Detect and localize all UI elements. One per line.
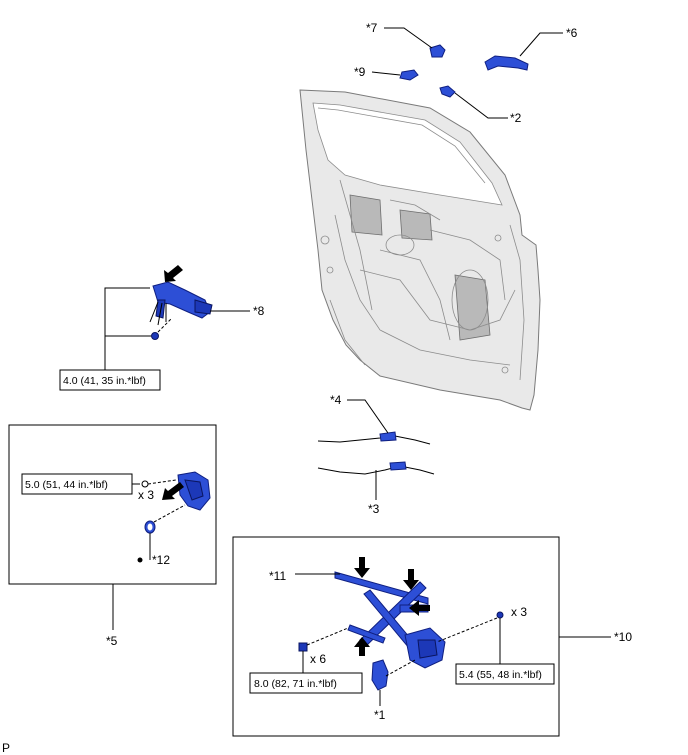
install-arrow bbox=[403, 569, 419, 590]
callout-7: *7 bbox=[366, 21, 378, 35]
bolt-icon bbox=[151, 332, 159, 340]
outside-handle-part bbox=[484, 55, 529, 71]
torque-spec-box bbox=[455, 663, 555, 685]
torque-spec-regulator-bolt: 8.0 (82, 71 in.*lbf) bbox=[254, 678, 337, 690]
lock-screw-qty: x 3 bbox=[138, 488, 154, 502]
callout-1: *1 bbox=[374, 708, 386, 722]
handle-frame-assembly bbox=[149, 281, 213, 326]
handle-gasket-part bbox=[439, 85, 456, 98]
callout-8: *8 bbox=[253, 304, 265, 318]
torque-spec-box bbox=[249, 672, 363, 694]
install-arrow bbox=[354, 637, 370, 656]
callout-2: *2 bbox=[510, 111, 522, 125]
torque-spec-box bbox=[59, 369, 161, 391]
install-arrow bbox=[354, 557, 370, 578]
bullet-dot bbox=[137, 557, 143, 563]
callout-5: *5 bbox=[106, 634, 118, 648]
torque-spec-lock: 5.0 (51, 44 in.*lbf) bbox=[25, 479, 108, 491]
window-regulator-assembly bbox=[334, 571, 446, 691]
install-arrow bbox=[162, 482, 184, 500]
cable-part bbox=[317, 465, 435, 475]
callout-3: *3 bbox=[368, 502, 380, 516]
screw-icon bbox=[141, 480, 149, 488]
callout-6: *6 bbox=[566, 26, 578, 40]
regulator-group-box bbox=[232, 536, 560, 737]
callout-4: *4 bbox=[330, 393, 342, 407]
nut-icon bbox=[496, 611, 504, 619]
torque-spec-upper: 4.0 (41, 35 in.*lbf) bbox=[63, 375, 146, 387]
bolt-icon bbox=[298, 642, 308, 652]
regulator-bolt-qty: x 6 bbox=[310, 652, 326, 666]
callout-12: *12 bbox=[152, 553, 170, 567]
lock-group-box bbox=[8, 424, 217, 585]
handle-pad-part bbox=[399, 69, 419, 81]
callout-11: *11 bbox=[269, 569, 286, 583]
callout-9: *9 bbox=[354, 65, 366, 79]
page-marker: P bbox=[2, 741, 10, 755]
callout-10: *10 bbox=[614, 630, 632, 644]
cable-part bbox=[317, 435, 431, 445]
rear-door-panel bbox=[299, 89, 541, 411]
install-arrow bbox=[164, 265, 183, 282]
install-arrow bbox=[409, 600, 430, 616]
handle-cover-part bbox=[429, 44, 446, 58]
torque-spec-regulator-nut: 5.4 (55, 48 in.*lbf) bbox=[459, 669, 542, 681]
regulator-nut-qty: x 3 bbox=[511, 605, 527, 619]
